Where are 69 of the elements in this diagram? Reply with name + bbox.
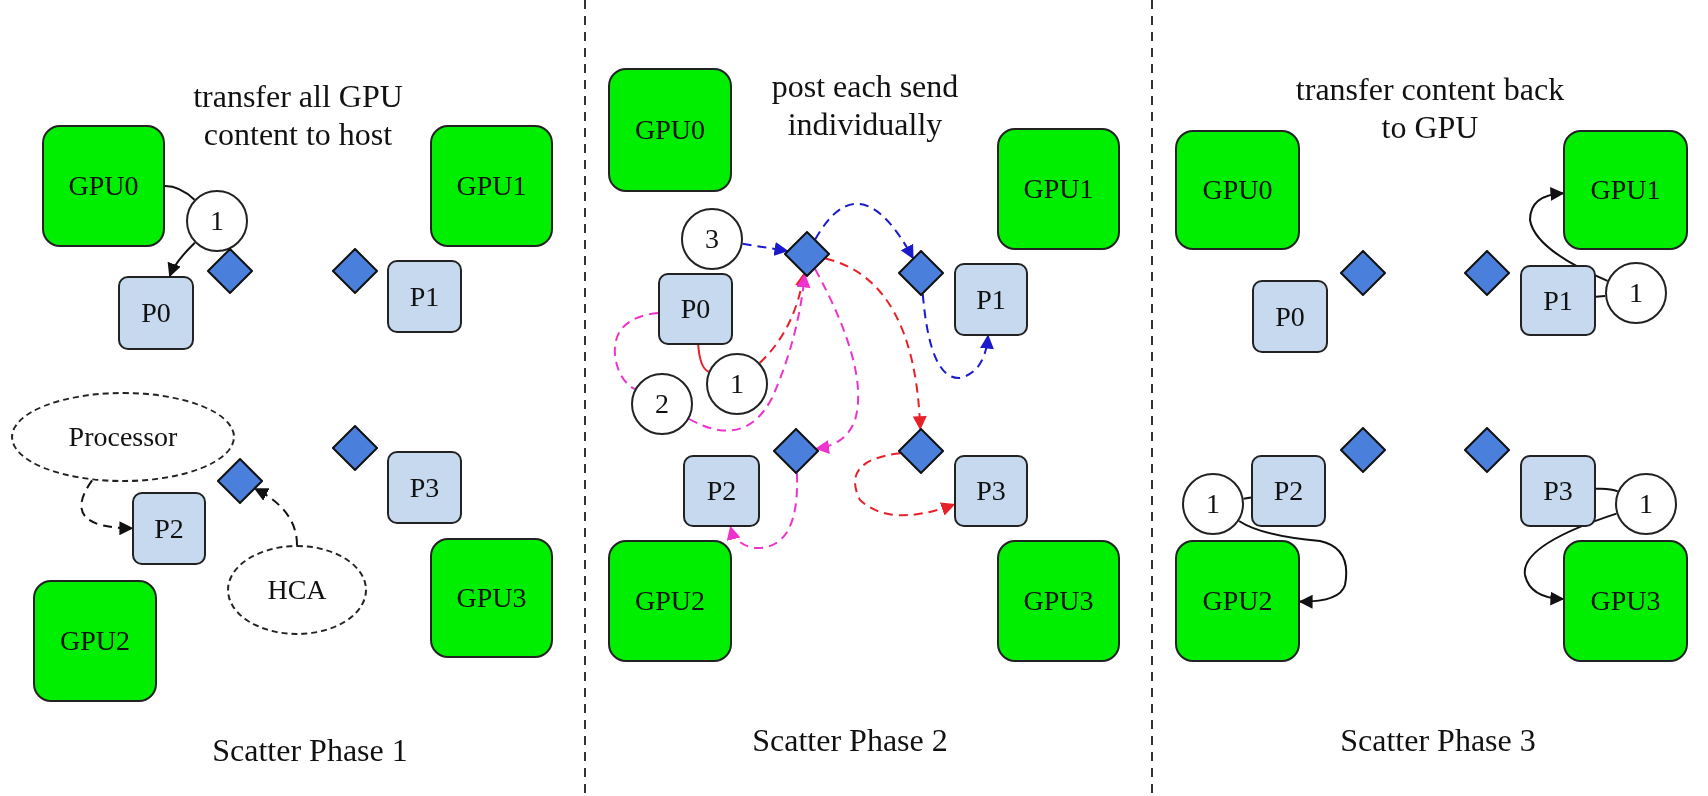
arrow [688,273,811,432]
arrow [741,242,789,256]
arrow [824,257,927,431]
gpu-box: GPU2 [1175,540,1300,662]
connector-line [164,185,196,201]
gpu-box: GPU1 [430,125,553,247]
process-box: P1 [954,263,1028,336]
step-circle: 1 [1615,473,1677,535]
arrow [253,487,298,546]
process-box: P3 [954,455,1028,527]
diamond-node [332,248,378,294]
arrow [168,241,196,278]
dashed-ellipse: HCA [227,545,367,635]
arrow [854,452,956,517]
process-box: P3 [1520,455,1596,527]
diamond-node [898,250,944,296]
step-circle: 2 [631,373,693,435]
diamond-node [1340,427,1386,473]
diamond-node [773,428,819,474]
process-box: P2 [132,492,206,565]
phase-caption: Scatter Phase 1 [211,731,409,769]
arrow [1523,512,1618,606]
arrow [1238,520,1348,609]
diamond-node [784,231,830,277]
step-circle: 1 [706,353,768,415]
step-note: post each send individually [770,67,960,143]
phase-caption: Scatter Phase 3 [1339,721,1537,759]
arrow [814,267,860,454]
diamond-node [332,425,378,471]
process-box: P0 [658,273,733,345]
connector-line [697,344,710,373]
process-box: P1 [387,260,462,333]
gpu-box: GPU2 [608,540,732,662]
diamond-node [1464,427,1510,473]
connector-line [613,312,659,391]
gpu-box: GPU3 [430,538,553,658]
process-box: P2 [1251,455,1326,527]
gpu-box: GPU0 [42,125,165,247]
arrow [921,293,994,379]
arrow [814,203,914,260]
gpu-box: GPU1 [1563,130,1688,250]
connector-line [1595,487,1619,493]
step-circle: 1 [1182,473,1244,535]
step-circle: 1 [1605,262,1667,324]
diamond-node [1464,250,1510,296]
gpu-box: GPU3 [1563,540,1688,662]
gpu-box: GPU0 [1175,130,1300,250]
diamond-node [207,248,253,294]
connector-line [1595,295,1607,298]
gpu-box: GPU3 [997,540,1120,662]
diamond-node [1340,250,1386,296]
gpu-box: GPU2 [33,580,157,702]
step-circle: 1 [186,190,248,252]
step-note: transfer all GPU content to host [192,77,404,153]
process-box: P3 [387,451,462,524]
phase-caption: Scatter Phase 2 [751,721,949,759]
gpu-box: GPU1 [997,128,1120,250]
arrow [727,472,799,549]
diamond-node [898,428,944,474]
process-box: P0 [1252,280,1328,353]
gpu-box: GPU0 [608,68,732,192]
arrow [80,479,134,535]
process-box: P0 [118,276,194,350]
process-box: P2 [683,455,760,527]
step-circle: 3 [681,208,743,270]
process-box: P1 [1520,265,1596,336]
connector-line [1242,496,1252,500]
diamond-node [217,458,263,504]
arrow [1529,187,1609,282]
